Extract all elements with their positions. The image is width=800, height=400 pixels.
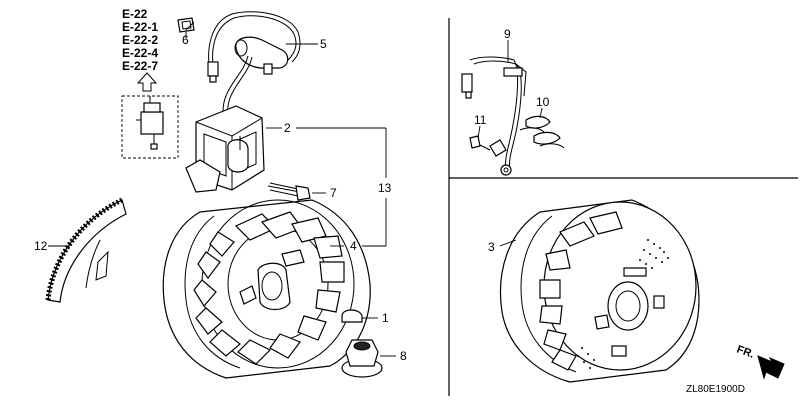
flywheel-right-fins: [539, 211, 623, 371]
wire-clips-part: [519, 115, 565, 149]
reference-list: E-22 E-22-1 E-22-2 E-22-4 E-22-7: [122, 7, 158, 73]
callout-1: 1: [382, 311, 389, 325]
woodruff-key-part: [341, 309, 363, 323]
reference-code: E-22-2: [122, 33, 158, 47]
callout-12: 12: [34, 239, 48, 253]
clip-part: [177, 17, 195, 38]
reference-code: E-22-4: [122, 46, 158, 60]
magnet-dots: [577, 239, 669, 369]
callout-11: 11: [474, 113, 487, 127]
flywheel-fins: [193, 211, 345, 365]
callouts: 1 2 3 4 5 6 7 8 9 10 11 12 13: [34, 27, 550, 363]
bolt-part: [267, 182, 311, 201]
reference-code: E-22: [122, 7, 148, 21]
callout-8: 8: [400, 349, 407, 363]
flange-nut-part: [341, 339, 383, 378]
front-direction-indicator: FR.: [735, 344, 785, 380]
flywheel-left-part: [162, 199, 371, 379]
section-dividers: [448, 18, 798, 396]
ignition-coil-part: [185, 105, 265, 193]
callout-9: 9: [504, 27, 511, 41]
callout-10: 10: [536, 95, 550, 109]
callout-6: 6: [182, 33, 189, 47]
wire-harness-part: [461, 56, 527, 176]
diagram-code: ZL80E1900D: [686, 384, 745, 395]
callout-4: 4: [350, 239, 357, 253]
reference-component-box: [121, 95, 179, 159]
leader-lines: [48, 21, 543, 357]
callout-13: 13: [378, 181, 392, 195]
callout-2: 2: [284, 121, 291, 135]
flywheel-right-part: [499, 199, 700, 383]
front-direction-arrow-icon: [757, 355, 785, 380]
screw-part: [469, 135, 491, 151]
up-arrow-icon: [136, 72, 158, 92]
front-direction-label: FR.: [735, 344, 756, 361]
ring-gear-part: [45, 197, 127, 303]
callout-3: 3: [488, 240, 495, 254]
reference-code: E-22-1: [122, 20, 158, 34]
callout-5: 5: [320, 37, 327, 51]
callout-7: 7: [330, 186, 337, 200]
reference-code: E-22-7: [122, 59, 158, 73]
